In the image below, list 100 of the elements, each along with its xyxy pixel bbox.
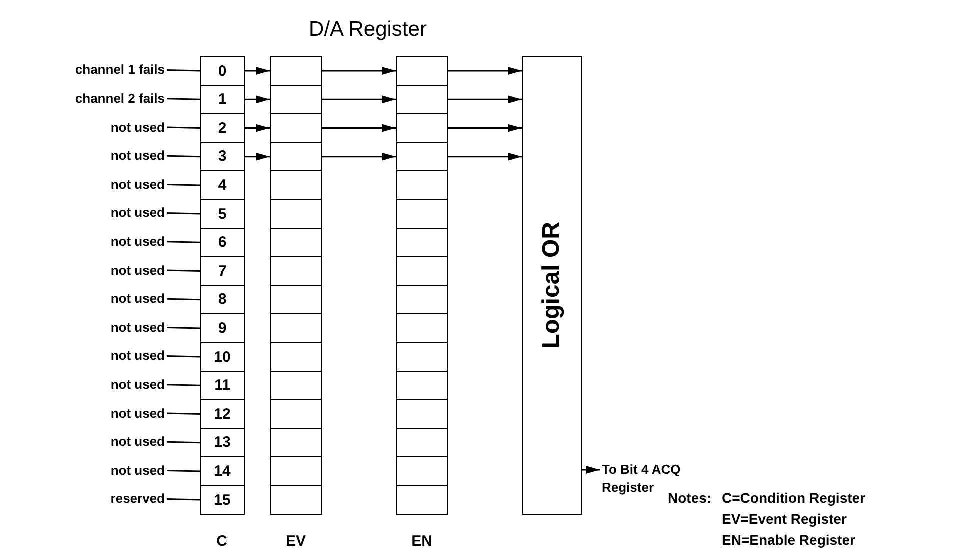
arrow: [245, 152, 270, 161]
register-bit-cell: [270, 485, 322, 516]
register-bit-cell: 0: [200, 56, 245, 86]
note-text: C=Condition Register: [722, 490, 866, 506]
register-bit-cell: [396, 485, 448, 516]
input-label: not used: [40, 205, 165, 222]
register-bit-cell: [270, 428, 322, 458]
register-bit-cell: [396, 284, 448, 315]
arrow: [245, 124, 270, 132]
input-label: not used: [40, 434, 165, 450]
register-bit-cell: [396, 142, 448, 172]
register-bit-cell: [396, 456, 448, 486]
input-label: not used: [40, 320, 165, 336]
input-label: channel 1 fails: [40, 62, 165, 78]
register-bit-cell: 7: [200, 256, 245, 286]
column-label: EV: [286, 533, 306, 550]
register-bit-cell: [270, 456, 322, 486]
connector-line: [166, 155, 200, 158]
register-bit-cell: 5: [200, 199, 245, 230]
register-bit-cell: [396, 399, 448, 430]
input-label: not used: [40, 406, 165, 422]
register-bit-cell: [270, 284, 322, 315]
connector-line: [166, 212, 200, 215]
note-text: EV=Event Register: [722, 511, 847, 527]
input-label: not used: [40, 376, 165, 393]
register-bit-cell: [396, 170, 448, 200]
arrow: [322, 124, 396, 132]
register-bit-cell: [396, 113, 448, 144]
connector-line: [166, 126, 200, 129]
input-label: not used: [40, 262, 165, 278]
arrow: [448, 67, 522, 76]
logic-gate-box: [522, 56, 582, 516]
input-label: not used: [40, 348, 165, 364]
diagram-title: D/A Register: [309, 18, 427, 42]
arrow: [245, 67, 270, 76]
register-bit-cell: [396, 313, 448, 344]
column-label: C: [216, 533, 228, 550]
register-bit-cell: [270, 370, 322, 401]
input-label: not used: [40, 234, 165, 250]
notes-heading: Notes:: [668, 490, 712, 506]
register-bit-cell: 8: [200, 284, 245, 315]
register-bit-cell: [270, 142, 322, 172]
input-label: not used: [40, 120, 165, 136]
connector-line: [166, 70, 200, 72]
register-bit-cell: 15: [200, 485, 245, 516]
connector-line: [166, 298, 200, 301]
connector-line: [166, 498, 200, 501]
register-bit-cell: [270, 84, 322, 115]
register-bit-cell: [396, 370, 448, 401]
arrow: [582, 466, 600, 474]
connector-line: [166, 356, 200, 358]
input-label: not used: [40, 176, 165, 193]
register-bit-cell: [270, 342, 322, 372]
arrow: [322, 96, 396, 104]
register-bit-cell: 1: [200, 84, 245, 115]
arrow: [448, 96, 522, 104]
register-bit-cell: 3: [200, 142, 245, 172]
arrow: [245, 96, 270, 104]
register-bit-cell: 13: [200, 428, 245, 458]
register-bit-cell: 14: [200, 456, 245, 486]
arrow: [322, 152, 396, 161]
register-bit-cell: [270, 170, 322, 200]
register-bit-cell: 9: [200, 313, 245, 344]
connector-line: [166, 384, 200, 386]
connector-line: [166, 98, 200, 100]
register-bit-cell: 2: [200, 113, 245, 144]
register-bit-cell: [270, 399, 322, 430]
connector-line: [166, 184, 200, 186]
register-bit-cell: [396, 84, 448, 115]
register-bit-cell: [396, 342, 448, 372]
connector-line: [166, 470, 200, 472]
arrow: [448, 124, 522, 132]
register-bit-cell: 10: [200, 342, 245, 372]
register-bit-cell: 11: [200, 370, 245, 401]
register-bit-cell: 4: [200, 170, 245, 200]
input-label: reserved: [40, 491, 165, 508]
input-label: not used: [40, 148, 165, 164]
register-bit-cell: [270, 199, 322, 230]
register-bit-cell: [396, 56, 448, 86]
register-bit-cell: 6: [200, 228, 245, 258]
note-text: EN=Enable Register: [722, 532, 856, 548]
register-bit-cell: [396, 228, 448, 258]
register-bit-cell: [396, 199, 448, 230]
connector-line: [166, 441, 200, 444]
input-label: not used: [40, 291, 165, 308]
column-label: EN: [412, 533, 432, 550]
arrow: [448, 152, 522, 161]
register-bit-cell: [396, 428, 448, 458]
input-label: not used: [40, 462, 165, 479]
register-bit-cell: [270, 313, 322, 344]
register-bit-cell: [270, 113, 322, 144]
register-bit-cell: [270, 56, 322, 86]
input-label: channel 2 fails: [40, 90, 165, 107]
gate-label: Logical OR: [538, 222, 566, 349]
register-bit-cell: [396, 256, 448, 286]
register-bit-cell: 12: [200, 399, 245, 430]
connector-line: [166, 412, 200, 415]
register-bit-cell: [270, 228, 322, 258]
register-bit-cell: [270, 256, 322, 286]
connector-line: [166, 326, 200, 330]
